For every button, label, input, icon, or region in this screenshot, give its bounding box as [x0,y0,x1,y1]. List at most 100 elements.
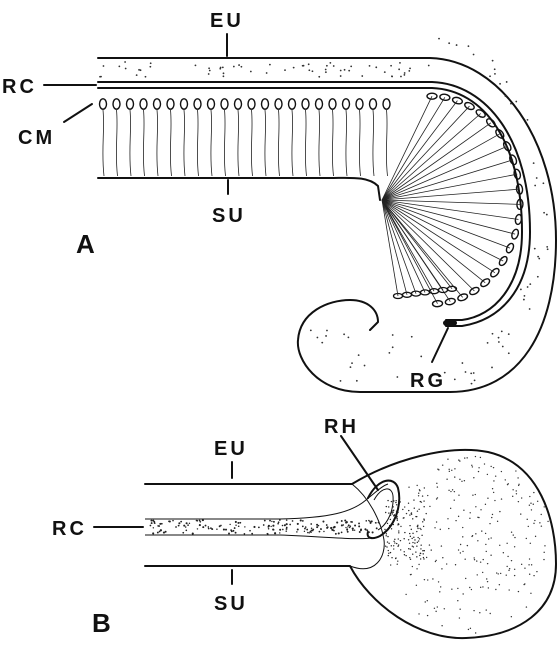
stipple-dot [427,579,428,580]
panel-b-letter: B [92,608,111,638]
stipple-dot [100,76,102,78]
stipple-dot [450,508,451,509]
stipple-dot [494,68,496,70]
stipple-dot [411,538,412,539]
stipple-dot [409,557,410,558]
stipple-dot [475,494,476,495]
stipple-dot [341,520,343,522]
stipple-dot [414,539,415,540]
stipple-dot [211,528,213,530]
stipple-dot [125,68,127,70]
stipple-dot [429,544,430,545]
stipple-dot [238,525,240,527]
stipple-dot [518,484,519,485]
stipple-dot [187,524,189,526]
stipple-dot [327,526,329,528]
stipple-dot [472,466,473,467]
panel-a: EU RC CM SU RG A [2,10,556,392]
stipple-dot [318,525,320,527]
stipple-dot [150,520,152,522]
stipple-dot [534,185,536,187]
stipple-dot [437,486,438,487]
stipple-dot [183,525,185,527]
panel-b-bulb-outline [145,450,556,638]
stipple-dot [409,67,411,69]
stipple-dot [269,64,271,66]
stipple-dot [390,552,391,553]
stipple-dot [238,522,240,524]
stipple-dot [493,492,494,493]
stipple-dot [405,555,406,556]
stipple-dot [419,528,420,529]
stipple-dot [417,537,418,538]
stipple-dot [333,65,335,67]
stipple-dot [422,495,423,496]
stipple-dot [238,64,240,66]
stipple-dot [397,524,398,525]
stipple-dot [392,346,394,348]
stipple-dot [501,330,503,332]
stipple-dot [476,560,477,561]
stipple-dot [423,518,424,519]
stipple-dot [463,510,464,511]
stipple-dot [457,588,458,589]
stipple-dot [508,333,510,335]
stipple-dot [531,509,532,510]
stipple-dot [360,529,362,531]
stipple-dot [216,529,217,530]
stipple-dot [515,101,517,103]
stipple-dot [547,521,548,522]
cell-nucleus [302,99,309,109]
cell-process [143,110,144,176]
stipple-dot [529,496,530,497]
stipple-dot [502,346,504,348]
stipple-dot [412,542,413,543]
stipple-dot [366,529,368,531]
stipple-dot [284,524,286,526]
stipple-dot [496,572,497,573]
stipple-dot [508,589,509,590]
stipple-dot [451,470,452,471]
stipple-dot [356,380,358,382]
stipple-dot [330,527,332,529]
stipple-dot [498,337,500,339]
panel-b-rh-label: RH [324,416,359,438]
stipple-dot [399,62,401,64]
stipple-dot [165,531,167,533]
panel-a-rc-label: RC [2,76,37,98]
stipple-dot [202,519,204,521]
stipple-dot [400,526,401,527]
stipple-dot [438,38,440,40]
stipple-dot [475,533,476,534]
stipple-dot [297,528,299,530]
stipple-dot [404,506,405,507]
stipple-dot [542,182,544,184]
stipple-dot [180,521,182,523]
stipple-dot [418,564,419,565]
stipple-dot [391,512,392,513]
cell-nucleus [208,99,215,109]
stipple-dot [395,515,396,516]
stipple-dot [514,569,515,570]
stipple-dot [530,543,531,544]
stipple-dot [277,523,279,525]
stipple-dot [473,372,475,374]
stipple-dot [464,480,465,481]
stipple-dot [446,563,447,564]
stipple-dot [441,625,442,626]
cell-process [382,96,432,200]
stipple-dot [412,553,413,554]
stipple-dot [293,67,295,69]
cell-process [319,110,320,176]
stipple-dot [349,527,351,529]
stipple-dot [448,42,450,44]
stipple-dot [487,581,488,582]
stipple-dot [240,522,242,524]
stipple-dot [400,540,401,541]
stipple-dot [305,526,307,528]
stipple-dot [422,521,423,522]
stipple-dot [473,610,474,611]
stipple-dot [310,329,312,331]
stipple-dot [477,574,478,575]
stipple-dot [458,516,459,517]
